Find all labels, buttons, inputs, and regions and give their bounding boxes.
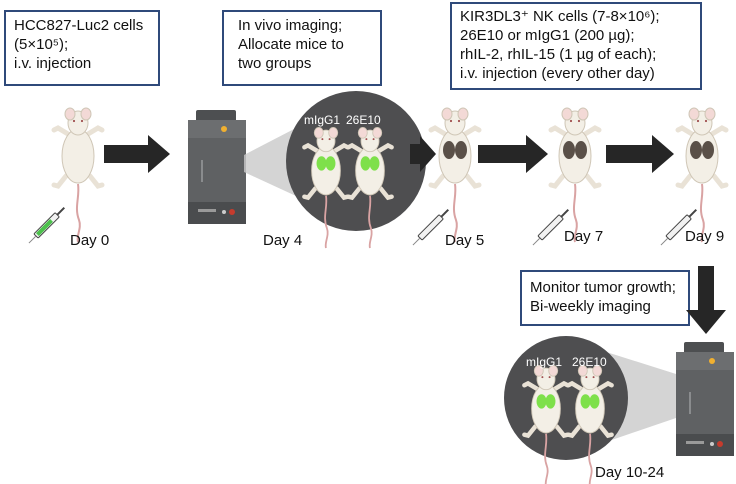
arrow-day9-to-day10	[686, 266, 726, 334]
injection-step-box: HCC827-Luc2 cells (5×10⁵); i.v. injectio…	[4, 10, 160, 86]
arrow-day7-to-day9	[606, 135, 674, 173]
label-26E10-day4: 26E10	[346, 113, 381, 127]
day-label-7: Day 7	[564, 228, 604, 245]
monitor-line-2: Bi-weekly imaging	[530, 298, 651, 315]
imaging-line-2: Allocate mice to	[238, 36, 344, 53]
day-label-9: Day 9	[685, 228, 725, 245]
syringe-day0	[25, 204, 68, 247]
label-mIgG1-day4: mIgG1	[304, 113, 340, 127]
injection-line-2: (5×10⁵);	[14, 36, 69, 53]
imaging-view-day4	[286, 91, 426, 231]
injection-line-3: i.v. injection	[14, 55, 92, 72]
imaging-step-box: In vivo imaging; Allocate mice to two gr…	[222, 10, 382, 86]
imaging-view-day10	[504, 336, 628, 460]
treatment-line-2: 26E10 or mIgG1 (200 µg);	[460, 27, 635, 44]
mouse-day0	[54, 108, 102, 242]
treatment-step-box: KIR3DL3⁺ NK cells (7-8×10⁶); 26E10 or mI…	[450, 2, 702, 90]
day-label-10-24: Day 10-24	[595, 464, 665, 481]
imager-day10	[675, 341, 735, 457]
injection-line-1: HCC827-Luc2 cells	[14, 17, 144, 34]
imaging-line-3: two groups	[238, 55, 312, 72]
day-label-0: Day 0	[70, 232, 110, 249]
imaging-line-1: In vivo imaging;	[238, 17, 343, 34]
label-mIgG1-day10: mIgG1	[526, 355, 562, 369]
label-26E10-day10: 26E10	[572, 355, 607, 369]
imager-day4	[187, 109, 247, 225]
treatment-line-3: rhIL-2, rhIL-15 (1 µg of each);	[460, 46, 657, 63]
treatment-line-4: i.v. injection (every other day)	[460, 65, 655, 82]
monitor-step-box: Monitor tumor growth; Bi-weekly imaging	[520, 270, 690, 326]
arrow-day4-to-day5	[410, 136, 436, 172]
day-label-4: Day 4	[263, 232, 303, 249]
monitor-line-1: Monitor tumor growth;	[530, 279, 676, 296]
arrow-day5-to-day7	[478, 135, 548, 173]
day-label-5: Day 5	[445, 232, 485, 249]
arrow-day0-to-day4	[104, 135, 170, 173]
treatment-line-1: KIR3DL3⁺ NK cells (7-8×10⁶);	[460, 8, 660, 25]
imager-beam-day4	[244, 128, 296, 196]
